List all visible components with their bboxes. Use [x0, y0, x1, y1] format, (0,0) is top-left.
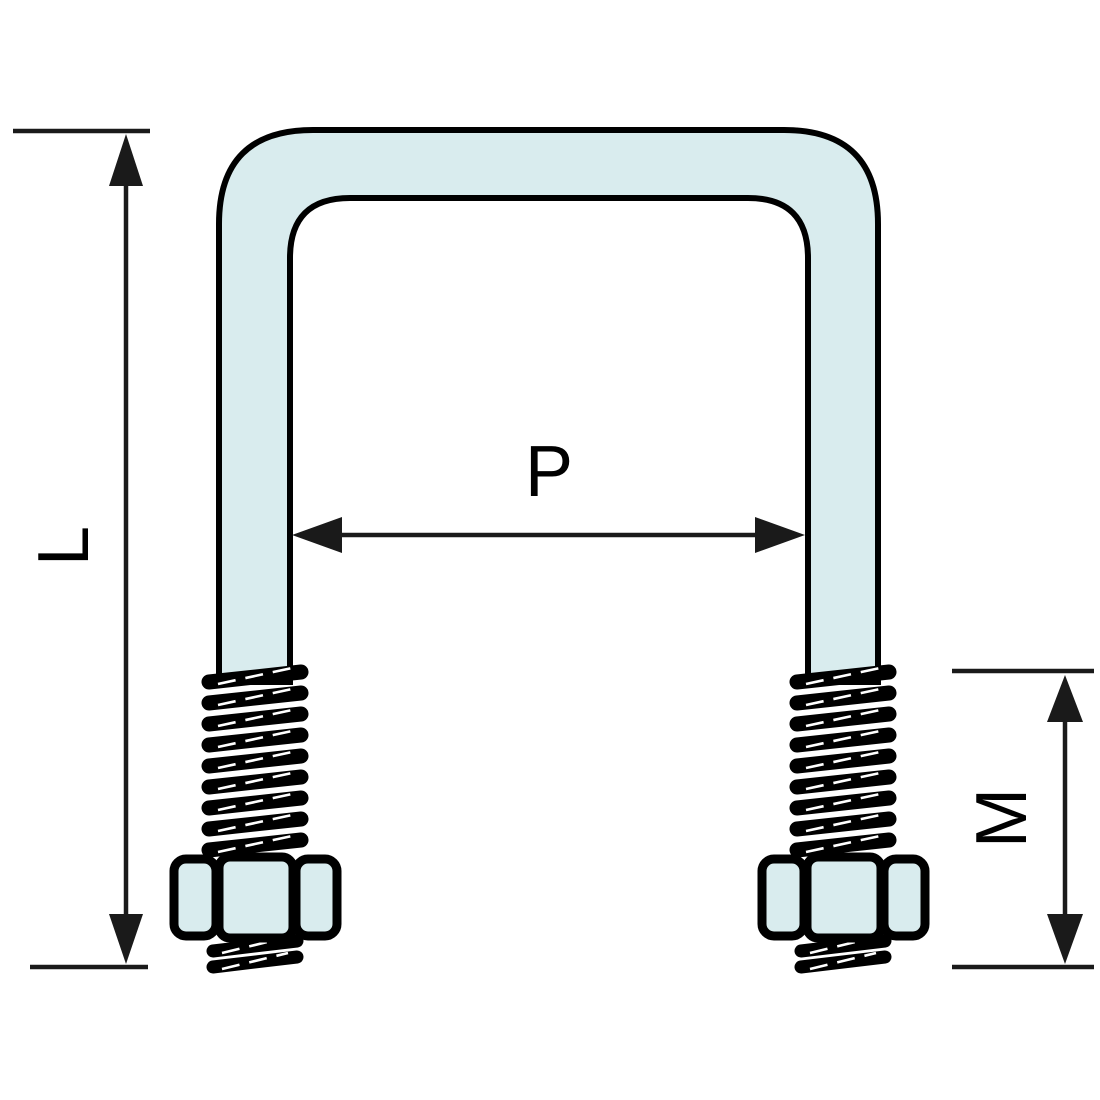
- dim-M-label: M: [962, 788, 1042, 848]
- right-nut-left-facet: [757, 854, 809, 941]
- left-nut: [169, 852, 342, 943]
- thread-coil-highlight: [805, 729, 881, 749]
- dimension-L: L: [13, 128, 150, 970]
- thread-coil-highlight: [217, 687, 293, 707]
- thread-coil-highlight: [809, 951, 877, 971]
- dimension-P: P: [292, 432, 805, 553]
- dim-P-arrow-right: [755, 517, 805, 553]
- thread-coil-highlight: [217, 708, 293, 728]
- left-nut-right-facet: [291, 854, 342, 941]
- dim-L-arrow-down: [109, 914, 143, 964]
- thread-coil-highlight: [221, 951, 289, 971]
- left-leg-thread: [201, 664, 309, 858]
- thread-coil-highlight: [805, 834, 881, 854]
- thread-coil-highlight: [217, 666, 293, 686]
- right-nut-right-facet: [879, 854, 930, 941]
- dim-P-label: P: [525, 432, 573, 512]
- thread-coil-highlight: [805, 792, 881, 812]
- thread-coil-highlight: [217, 771, 293, 791]
- dim-M-arrow-up: [1047, 675, 1083, 722]
- thread-coil-highlight: [217, 750, 293, 770]
- thread-coil-highlight: [805, 771, 881, 791]
- thread-coil-highlight: [805, 813, 881, 833]
- thread-coil-highlight: [805, 750, 881, 770]
- left-nut-center-facet: [214, 852, 298, 943]
- thread-coil-highlight: [805, 666, 881, 686]
- thread-coil-highlight: [805, 708, 881, 728]
- dimension-M: M: [952, 668, 1094, 970]
- right-thread-stub: [794, 934, 892, 974]
- dim-L-label: L: [24, 526, 104, 566]
- dim-M-arrow-down: [1047, 914, 1083, 964]
- dim-L-arrow-up: [109, 134, 143, 186]
- u-bolt-body: [216, 127, 881, 685]
- thread-coil-highlight: [217, 834, 293, 854]
- dim-P-arrow-left: [292, 517, 342, 553]
- thread-coil-highlight: [217, 813, 293, 833]
- left-nut-left-facet: [169, 854, 221, 941]
- thread-coil-highlight: [805, 687, 881, 707]
- thread-coil-highlight: [217, 792, 293, 812]
- right-nut-center-facet: [802, 852, 886, 943]
- u-bolt: [169, 127, 930, 974]
- right-leg-thread: [789, 664, 897, 858]
- right-nut: [757, 852, 930, 943]
- thread-coil-highlight: [217, 729, 293, 749]
